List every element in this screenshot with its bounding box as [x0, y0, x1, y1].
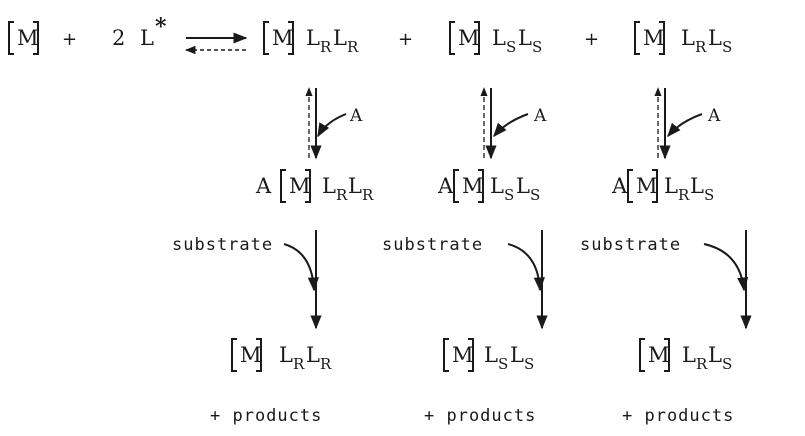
svg-text:R: R [696, 355, 708, 373]
svg-text:R: R [320, 38, 332, 56]
svg-text:L: L [682, 343, 696, 367]
svg-text:substrate: substrate [172, 235, 273, 255]
svg-text:A: A [611, 174, 628, 198]
svg-text:L: L [333, 26, 347, 50]
svg-text:M: M [636, 174, 658, 198]
svg-text:M: M [648, 343, 670, 367]
product-complex-SS: M L S L S [443, 338, 534, 373]
product-complex-RS: M L R L S [639, 338, 732, 373]
svg-text:L: L [492, 26, 506, 50]
equilibrium-arrow [184, 32, 248, 55]
metal-bracket-4: M [634, 21, 665, 55]
svg-text:M: M [289, 174, 311, 198]
svg-text:M: M [452, 343, 474, 367]
svg-text:M: M [462, 174, 484, 198]
products-label-RS: + products [622, 406, 734, 426]
adduct-RR: A M L R L R [255, 169, 374, 204]
svg-text:L: L [484, 343, 498, 367]
svg-text:L: L [306, 343, 320, 367]
svg-text:S: S [532, 38, 542, 56]
svg-text:A: A [349, 106, 363, 126]
svg-text:S: S [722, 38, 732, 56]
svg-text:R: R [336, 186, 348, 204]
complex-RR: L R L R [306, 26, 359, 56]
additive-arrow-RS: A [654, 87, 721, 160]
product-complex-RR: M L R L R [231, 338, 332, 373]
svg-text:substrate: substrate [580, 235, 681, 255]
svg-text:R: R [293, 355, 305, 373]
svg-text:M: M [272, 26, 294, 50]
products-label-RR: + products [210, 406, 322, 426]
svg-text:L: L [306, 26, 320, 50]
substrate-arrow-RR: substrate [172, 230, 322, 330]
svg-text:R: R [695, 38, 707, 56]
plus-sign: + [62, 29, 77, 50]
svg-text:S: S [506, 38, 516, 56]
svg-text:L: L [708, 26, 722, 50]
svg-text:R: R [362, 186, 374, 204]
svg-text:R: R [320, 355, 332, 373]
svg-text:R: R [347, 38, 359, 56]
svg-text:S: S [504, 186, 514, 204]
svg-text:S: S [704, 186, 714, 204]
substrate-arrow-SS: substrate [382, 230, 548, 330]
products-label-SS: + products [424, 406, 536, 426]
metal-label: M [17, 26, 39, 50]
additive-arrow-RR: A [305, 87, 363, 160]
substrate-arrow-RS: substrate [580, 230, 752, 330]
svg-text:L: L [510, 343, 524, 367]
svg-text:L: L [708, 343, 722, 367]
svg-text:L: L [690, 174, 704, 198]
svg-text:M: M [240, 343, 262, 367]
svg-text:S: S [530, 186, 540, 204]
complex-RS: L R L S [681, 26, 732, 56]
svg-text:S: S [722, 355, 732, 373]
chiral-star: * [155, 14, 167, 40]
svg-text:M: M [643, 26, 665, 50]
svg-text:L: L [664, 174, 678, 198]
svg-text:substrate: substrate [382, 235, 483, 255]
svg-text:S: S [524, 355, 534, 373]
additive-arrow-SS: A [480, 87, 547, 160]
svg-text:L: L [516, 174, 530, 198]
adduct-SS: A M L S L S [437, 169, 540, 204]
svg-text:M: M [458, 26, 480, 50]
svg-text:L: L [348, 174, 362, 198]
metal-bracket-1: M [8, 21, 39, 55]
svg-text:R: R [678, 186, 690, 204]
plus-sign: + [584, 29, 599, 50]
svg-text:A: A [707, 106, 721, 126]
svg-text:L: L [681, 26, 695, 50]
plus-sign: + [398, 29, 413, 50]
coefficient: 2 [112, 26, 125, 50]
metal-bracket-2: M [263, 21, 294, 55]
svg-text:L: L [490, 174, 504, 198]
svg-text:L: L [322, 174, 336, 198]
svg-text:A: A [533, 106, 547, 126]
svg-text:A: A [255, 174, 272, 198]
svg-text:L: L [279, 343, 293, 367]
svg-text:S: S [498, 355, 508, 373]
adduct-RS: A M L R L S [611, 169, 714, 204]
svg-text:A: A [437, 174, 454, 198]
ligand-label: L [140, 26, 154, 50]
svg-text:L: L [518, 26, 532, 50]
complex-SS: L S L S [492, 26, 542, 56]
metal-bracket-3: M [449, 21, 480, 55]
